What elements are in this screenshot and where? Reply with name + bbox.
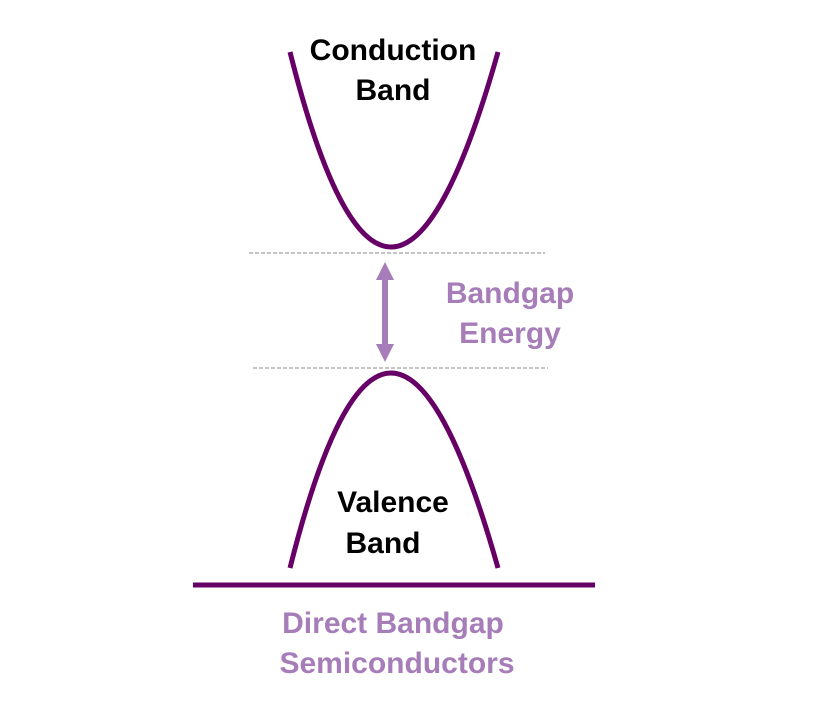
valence-band-label-2: Band: [346, 527, 421, 560]
bandgap-energy-label: Bandgap: [446, 277, 574, 310]
caption: Direct Bandgap: [282, 607, 504, 640]
valence-band-curve: [287, 370, 501, 569]
conduction-band-curve: [287, 51, 501, 250]
valence-band-label: Valence: [337, 486, 449, 519]
conduction-band-label-2: Band: [356, 74, 431, 107]
conduction-band-label: Conduction: [310, 34, 477, 67]
caption-2: Semiconductors: [279, 647, 514, 680]
bandgap-arrow: [376, 262, 394, 362]
bandgap-energy-label-2: Energy: [459, 317, 561, 350]
